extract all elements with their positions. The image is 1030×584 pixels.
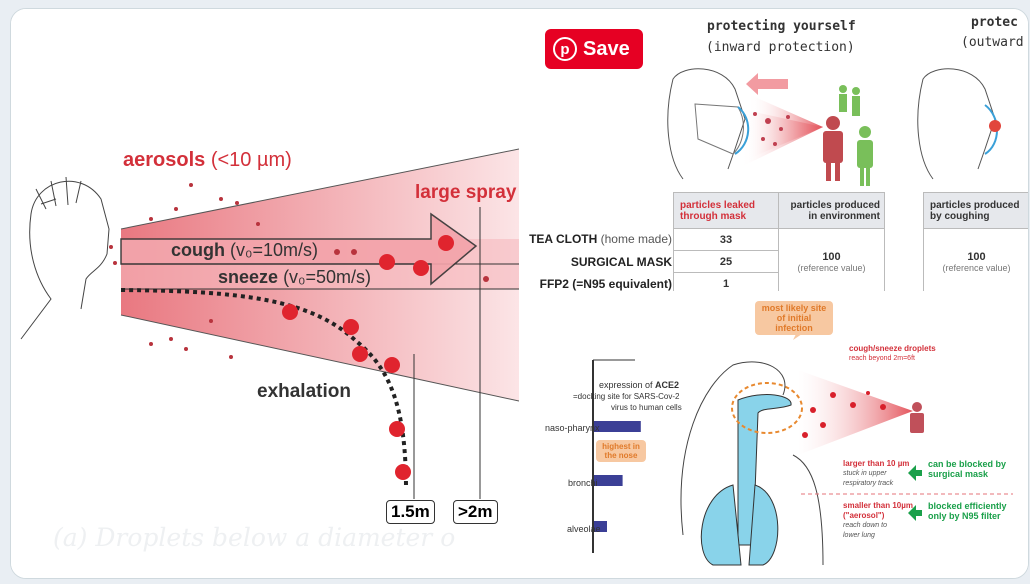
large-title: larger than 10 µm (843, 459, 910, 468)
ace2-bars (594, 421, 641, 532)
droplets-title: cough/sneeze droplets (849, 344, 936, 353)
aerosols-size: (<10 µm) (210, 149, 292, 171)
outward-subtitle: (outward (961, 35, 1024, 50)
col-leaked: particles leaked through mask (673, 192, 779, 229)
ace2-bar-naso-pharynx (594, 421, 641, 432)
cough-label: cough (171, 240, 225, 260)
virus-label: virus to human cells (611, 403, 682, 412)
small-sub1: reach down to (843, 522, 887, 529)
droplet-diagram-graphic (20, 148, 519, 499)
sneeze-label: sneeze (218, 267, 279, 287)
ace2-bar-alveolae (594, 521, 607, 532)
tea-cloth-value: 33 (673, 228, 779, 251)
inward-title: protecting yourself (707, 19, 856, 34)
reference-value: 100 (822, 250, 841, 263)
docking-label: =docking site for SARS-Cov-2 (573, 392, 680, 401)
tweet-media-grid: aerosols (<10 µm) large spray cough (v₀=… (10, 8, 1029, 579)
highest-nose-callout: highest in the nose (596, 440, 646, 462)
col-environment: particles produced in environment (778, 192, 885, 229)
aerosols-label: aerosols (123, 149, 206, 171)
large-spray-label: large spray (415, 182, 517, 203)
ace2-bar-bronchi (594, 475, 623, 486)
outward-table: particles produced by coughing 100(refer… (923, 192, 1028, 291)
surgical-mask-value: 25 (673, 250, 779, 273)
infection-site-callout: most likely site of initial infection (755, 301, 833, 335)
caption-text: (a) Droplets below a diameter o (53, 523, 456, 552)
tea-cloth-note: (home made) (600, 232, 672, 246)
col-coughing: particles produced by coughing (923, 192, 1028, 229)
bar-label-naso: naso-pharynx (545, 423, 600, 433)
bar-label-alveolae: alveolae (567, 524, 601, 534)
surgical-mask-label: SURGICAL MASK (570, 255, 672, 269)
ace2-label: ACE2 (655, 380, 680, 390)
sneeze-speed: (v₀=50m/s) (283, 267, 372, 287)
large-sub1: stuck in upper (843, 470, 887, 477)
droplet-diagram-image[interactable]: aerosols (<10 µm) large spray cough (v₀=… (11, 9, 519, 578)
save-label: Save (583, 37, 630, 60)
outward-reference-note: (reference value) (942, 262, 1011, 273)
expression-label: expression of (599, 380, 653, 390)
reference-note: (reference value) (797, 262, 866, 273)
tea-cloth-label: TEA CLOTH (529, 232, 598, 246)
exhalation-label: exhalation (257, 381, 351, 402)
mask-illustration (667, 68, 1001, 186)
distance-2m: >2m (453, 500, 498, 524)
small-title: smaller than 10µm (843, 501, 913, 510)
droplets-sub: reach beyond 2m=6ft (849, 355, 915, 362)
small-aerosol: ("aerosol") (843, 511, 885, 520)
cough-speed: (v₀=10m/s) (230, 240, 319, 260)
ffp2-value: 1 (673, 272, 779, 291)
n95-block-label: blocked efficiently only by N95 filter (928, 501, 1007, 521)
large-sub2: respiratory track (843, 480, 894, 487)
respiratory-illustration (592, 330, 1013, 566)
bar-label-bronchi: bronchi (568, 478, 598, 488)
distance-1-5m: 1.5m (386, 500, 435, 524)
ace2-diagram-image[interactable]: most likely site of initial infection ex… (523, 295, 1028, 578)
ffp2-label: FFP2 (=N95 equivalent) (539, 277, 672, 291)
outward-title: protec (971, 15, 1018, 30)
inward-subtitle: (inward protection) (706, 40, 855, 55)
pinterest-icon: p (553, 37, 577, 61)
mask-protection-image[interactable]: p Save protecting yourself (inward protec… (523, 9, 1028, 291)
pinterest-save-button[interactable]: p Save (545, 29, 643, 69)
small-sub2: lower lung (843, 532, 875, 539)
outward-reference-value: 100 (967, 250, 986, 263)
surgical-block-label: can be blocked by surgical mask (928, 459, 1007, 479)
